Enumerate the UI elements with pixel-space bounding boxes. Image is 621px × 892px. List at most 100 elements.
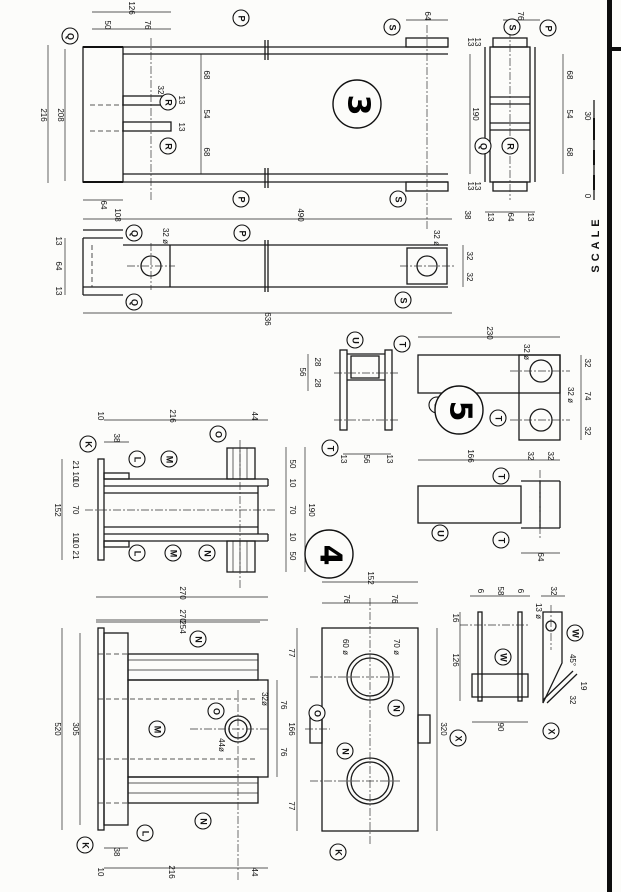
dimension-label: 21 bbox=[71, 551, 80, 560]
callout-circle bbox=[308, 704, 326, 722]
callout-circle bbox=[233, 224, 251, 242]
section-circle bbox=[434, 385, 484, 435]
part-label: T bbox=[497, 474, 507, 480]
part-m-callout: M bbox=[160, 450, 178, 468]
scale-mark-zero: 0 bbox=[583, 194, 592, 199]
dimension-label: 70 ø bbox=[392, 639, 401, 655]
part-s-callout: S bbox=[394, 291, 412, 309]
dimension-label: 270 bbox=[178, 586, 187, 600]
part-n-callout: N bbox=[387, 699, 405, 717]
callout-circle bbox=[194, 812, 212, 830]
dimension-label: 76 bbox=[279, 748, 288, 757]
callout-circle bbox=[125, 293, 143, 311]
dimension-label: 64 bbox=[536, 553, 545, 562]
detail-w-front-view bbox=[459, 595, 530, 723]
dimension-label: 13 bbox=[526, 213, 535, 222]
part-label: T bbox=[494, 416, 504, 422]
dimension-label: 32 ø bbox=[566, 387, 575, 403]
dimension-label: 44 bbox=[250, 868, 259, 877]
callout-circle bbox=[336, 742, 354, 760]
part-label: P bbox=[544, 25, 554, 31]
dimension-label: 28 bbox=[313, 358, 322, 367]
section3-plan-view bbox=[296, 581, 438, 845]
callout-circle bbox=[160, 450, 178, 468]
callout-circle bbox=[76, 836, 94, 854]
part-x-callout: X bbox=[542, 722, 560, 740]
part-r-callout: R bbox=[159, 93, 177, 111]
part-label: O bbox=[313, 710, 323, 717]
dimension-label: 216 bbox=[167, 865, 176, 879]
part-label: K bbox=[84, 441, 94, 448]
dimension-label: 64 bbox=[506, 213, 515, 222]
part-w-callout: W bbox=[494, 648, 512, 666]
dimension-label: 216 bbox=[39, 108, 48, 122]
callout-circle bbox=[128, 450, 146, 468]
dimension-label: 50 bbox=[288, 552, 297, 561]
part-label: L bbox=[133, 457, 143, 463]
section5-top-view bbox=[417, 336, 582, 441]
section5-end-view bbox=[307, 349, 400, 455]
callout-circle bbox=[431, 524, 449, 542]
part-q-callout: Q bbox=[125, 293, 143, 311]
dimension-label: 76 bbox=[143, 21, 152, 30]
section3-side-view bbox=[61, 619, 278, 880]
part-u-callout: U bbox=[346, 331, 364, 349]
part-label: L bbox=[133, 551, 143, 557]
part-label: Q bbox=[130, 299, 140, 306]
dimension-label: 13 bbox=[54, 287, 63, 296]
part-label: N bbox=[203, 550, 213, 557]
callout-circle bbox=[394, 291, 412, 309]
callout-circle bbox=[489, 409, 507, 427]
dimension-label: 13 bbox=[54, 237, 63, 246]
callout-circle bbox=[198, 544, 216, 562]
callout-circle bbox=[449, 729, 467, 747]
part-n-callout: N bbox=[198, 544, 216, 562]
part-label: P bbox=[238, 230, 248, 236]
dimension-label: 10 bbox=[71, 540, 80, 549]
part-label: T bbox=[326, 446, 336, 452]
callout-circle bbox=[393, 335, 411, 353]
part-t-callout: T bbox=[492, 531, 510, 549]
dimension-label: 50 bbox=[288, 460, 297, 469]
dimension-label: 68 bbox=[202, 71, 211, 80]
dimension-label: 76 bbox=[390, 595, 399, 604]
part-n-callout: N bbox=[189, 630, 207, 648]
sheet-border-tick bbox=[611, 47, 621, 51]
dimension-label: 208 bbox=[56, 108, 65, 122]
part-w-callout: W bbox=[566, 624, 584, 642]
part-k-callout: K bbox=[76, 836, 94, 854]
dimension-label: 68 bbox=[565, 148, 574, 157]
part-label: S bbox=[399, 297, 409, 303]
callout-circle bbox=[207, 702, 225, 720]
part-p-callout: P bbox=[232, 9, 250, 27]
dimension-label: 70 bbox=[71, 506, 80, 515]
callout-circle bbox=[321, 439, 339, 457]
part-label: M bbox=[169, 550, 179, 558]
dimension-label: 152 bbox=[366, 571, 375, 585]
section-number: 5 bbox=[443, 401, 478, 422]
callout-circle bbox=[136, 824, 154, 842]
dimension-label: 77 bbox=[287, 649, 296, 658]
dimension-label: 28 bbox=[313, 379, 322, 388]
dimension-label: 190 bbox=[471, 107, 480, 121]
dimension-label: 270 bbox=[178, 609, 187, 623]
part-label: M bbox=[153, 726, 163, 734]
part-s-callout: S bbox=[503, 18, 521, 36]
section4-top-view bbox=[47, 11, 471, 230]
callout-circle bbox=[346, 331, 364, 349]
section-circle bbox=[332, 79, 382, 129]
callout-circle bbox=[383, 18, 401, 36]
part-m-callout: M bbox=[148, 720, 166, 738]
callout-circle bbox=[389, 190, 407, 208]
part-label: N bbox=[392, 705, 402, 712]
dimension-label: 320 bbox=[439, 722, 448, 736]
callout-circle bbox=[494, 648, 512, 666]
part-label: U bbox=[351, 337, 361, 344]
callout-circle bbox=[232, 190, 250, 208]
part-label: W bbox=[571, 629, 581, 638]
dimension-label: 60 ø bbox=[341, 639, 350, 655]
dimension-label: 230 bbox=[485, 326, 494, 340]
section-4-marker: 4 bbox=[304, 529, 354, 579]
